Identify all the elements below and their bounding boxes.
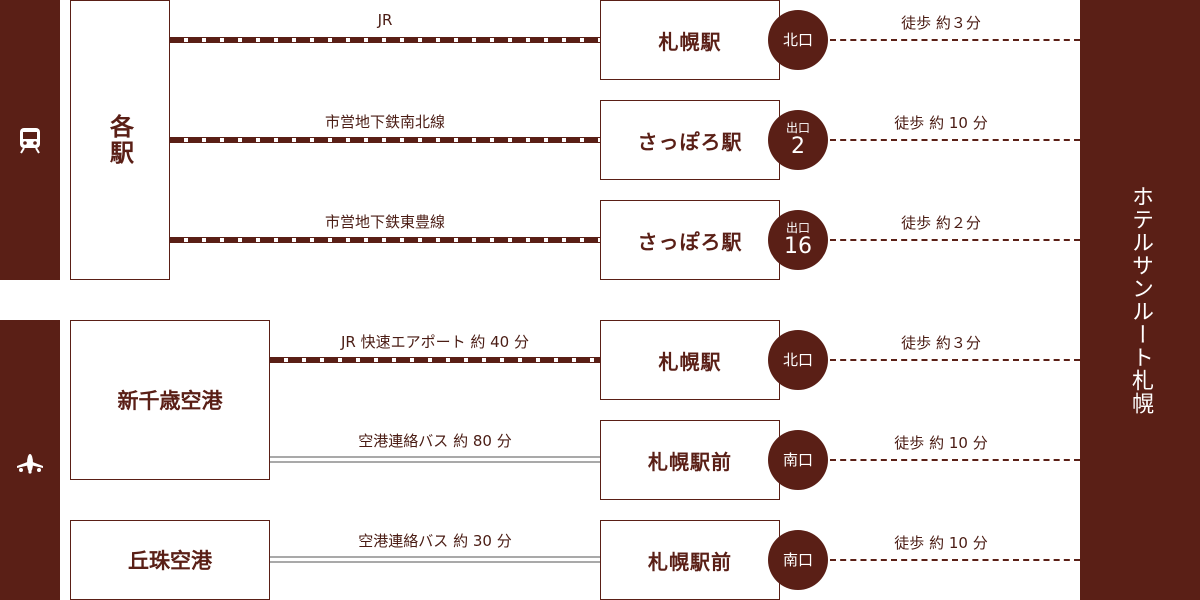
airplane-category-bar bbox=[0, 320, 60, 600]
route-label: 市営地下鉄東豊線 bbox=[324, 213, 445, 231]
station-box: 札幌駅前 bbox=[600, 520, 780, 600]
exit-number: 2 bbox=[791, 134, 805, 159]
origin-new-chitose-airport: 新千歳空港 bbox=[70, 320, 270, 480]
exit-badge: 南口 bbox=[768, 530, 828, 590]
origin-each-station: 各駅 bbox=[70, 0, 170, 280]
station-box: 札幌駅前 bbox=[600, 420, 780, 500]
station-box: 札幌駅 bbox=[600, 320, 780, 400]
hotel-name: ホテルサンルート札幌 bbox=[1128, 185, 1153, 415]
walk-label: 徒歩 約２分 bbox=[901, 214, 981, 232]
walk-line bbox=[830, 359, 1080, 361]
walk-label: 徒歩 約３分 bbox=[901, 14, 981, 32]
airplane-icon bbox=[17, 454, 43, 474]
route-line-jr bbox=[170, 37, 600, 43]
route-label: 空港連絡バス 約 30 分 bbox=[358, 532, 512, 550]
train-icon bbox=[20, 128, 40, 154]
exit-badge: 出口 16 bbox=[768, 210, 828, 270]
exit-label: 出口 bbox=[785, 221, 810, 235]
route-label: 市営地下鉄南北線 bbox=[324, 113, 445, 131]
exit-badge: 北口 bbox=[768, 330, 828, 390]
exit-label: 北口 bbox=[782, 30, 813, 49]
exit-label: 南口 bbox=[782, 550, 813, 569]
route-label: JR bbox=[377, 11, 393, 29]
exit-label: 出口 bbox=[785, 121, 810, 135]
exit-badge: 南口 bbox=[768, 430, 828, 490]
walk-line bbox=[830, 459, 1080, 461]
walk-label: 徒歩 約 10 分 bbox=[894, 434, 988, 452]
walk-line bbox=[830, 239, 1080, 241]
route-label: 空港連絡バス 約 80 分 bbox=[358, 432, 512, 450]
walk-label: 徒歩 約３分 bbox=[901, 334, 981, 352]
route-line-namboku bbox=[170, 137, 600, 143]
walk-line bbox=[830, 559, 1080, 561]
exit-label: 南口 bbox=[782, 450, 813, 469]
route-line-airport-bus bbox=[270, 456, 600, 463]
walk-line bbox=[830, 39, 1080, 41]
station-box: さっぽろ駅 bbox=[600, 200, 780, 280]
route-line-toho bbox=[170, 237, 600, 243]
exit-badge: 出口 2 bbox=[768, 110, 828, 170]
train-category-bar bbox=[0, 0, 60, 280]
route-line-jr-airport bbox=[270, 357, 600, 363]
station-box: 札幌駅 bbox=[600, 0, 780, 80]
hotel-bar: ホテルサンルート札幌 bbox=[1080, 0, 1200, 600]
route-line-airport-bus bbox=[270, 556, 600, 563]
route-label: JR 快速エアポート 約 40 分 bbox=[340, 333, 529, 351]
exit-label: 北口 bbox=[782, 350, 813, 369]
walk-label: 徒歩 約 10 分 bbox=[894, 114, 988, 132]
station-box: さっぽろ駅 bbox=[600, 100, 780, 180]
exit-badge: 北口 bbox=[768, 10, 828, 70]
exit-number: 16 bbox=[784, 234, 812, 259]
walk-label: 徒歩 約 10 分 bbox=[894, 534, 988, 552]
origin-okadama-airport: 丘珠空港 bbox=[70, 520, 270, 600]
walk-line bbox=[830, 139, 1080, 141]
